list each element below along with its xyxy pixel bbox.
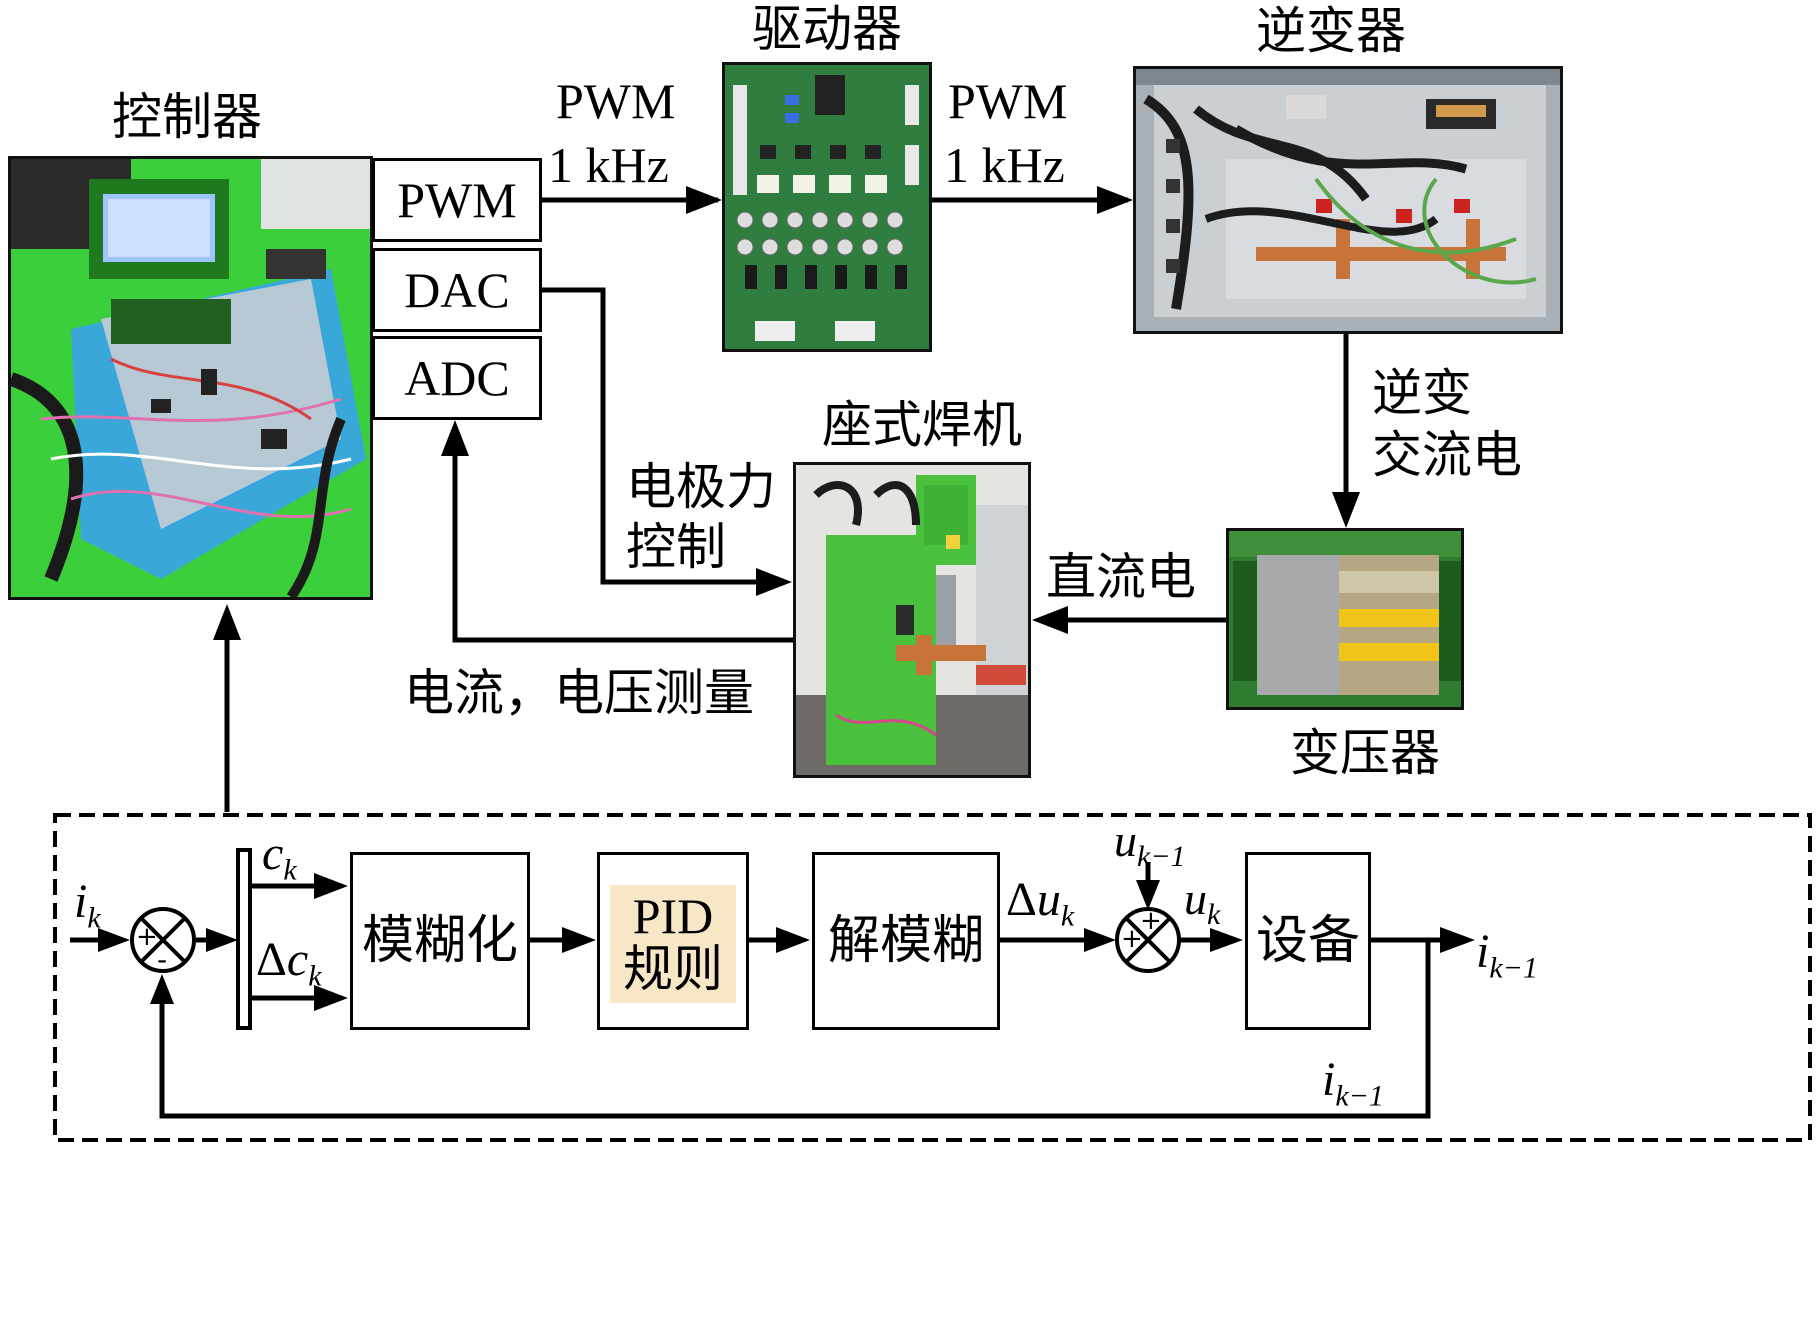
ik-minus-1-output-label: ik−1 [1476, 925, 1538, 985]
pid-label: PID [632, 887, 714, 944]
uk-minus-1-label: uk−1 [1114, 815, 1186, 874]
welder-photo [793, 462, 1031, 778]
adc-port-label: ADC [404, 350, 510, 406]
sum-junction-2 [1115, 907, 1181, 973]
feedback-line [159, 940, 1431, 1119]
delta-uk-label: Δuk [1006, 873, 1075, 933]
sum-junction-1 [130, 907, 196, 973]
sum1-plus-sign: + [136, 922, 158, 952]
controller-photo [8, 156, 373, 600]
pwm-signal-label-2: PWM [948, 73, 1068, 129]
mux-bar [236, 848, 252, 1030]
freq-label-2: 1 kHz [944, 137, 1065, 193]
inverter-ac-label-1: 逆变 [1372, 364, 1472, 422]
inverter-title: 逆变器 [1256, 2, 1406, 60]
uk-label: uk [1184, 873, 1221, 932]
inverter-photo [1133, 66, 1563, 334]
pid-rules-fill [610, 885, 736, 1003]
transformer-photo [1226, 528, 1464, 710]
transformer-title: 变压器 [1290, 724, 1440, 782]
electrode-force-label-2: 控制 [626, 518, 726, 576]
electrode-force-label-1: 电极力 [626, 458, 776, 516]
delta-ck-label: Δck [256, 933, 322, 993]
fuzzify-label: 模糊化 [361, 911, 518, 971]
pid-rules-block: PID 规则 [597, 852, 749, 1030]
ck-label: ck [262, 827, 297, 887]
rules-label: 规则 [623, 939, 723, 998]
sum2-plus-sign-left: + [1121, 924, 1143, 954]
dac-port-label: DAC [404, 262, 510, 318]
defuzzify-block: 解模糊 [812, 852, 1000, 1030]
dc-label: 直流电 [1046, 548, 1196, 606]
fuzzify-block: 模糊化 [350, 852, 530, 1030]
dac-to-welder-arrow [542, 287, 772, 585]
control-loop-frame [53, 813, 1812, 1142]
controller-title: 控制器 [112, 88, 262, 146]
defuzzify-label: 解模糊 [827, 911, 984, 971]
adc-port: ADC [372, 336, 542, 420]
measurement-label: 电流，电压测量 [404, 664, 754, 722]
ik-input-label: ik [74, 875, 101, 935]
driver-photo [722, 62, 932, 352]
ik-minus-1-feedback-label: ik−1 [1322, 1053, 1384, 1113]
arrowheads [98, 186, 1475, 1011]
device-label: 设备 [1255, 911, 1360, 971]
inverter-ac-label-2: 交流电 [1372, 426, 1522, 484]
sum2-plus-sign-top: + [1140, 906, 1162, 936]
sum1-minus-sign: - [157, 943, 168, 976]
pwm-signal-label-1: PWM [556, 73, 676, 129]
dac-port: DAC [372, 248, 542, 332]
welder-title: 座式焊机 [822, 396, 1022, 454]
device-block: 设备 [1245, 852, 1371, 1030]
freq-label-1: 1 kHz [548, 137, 669, 193]
pwm-port-label: PWM [397, 172, 517, 228]
welder-to-adc-arrow [452, 438, 793, 643]
driver-title: 驱动器 [752, 0, 902, 58]
pwm-port: PWM [372, 158, 542, 242]
